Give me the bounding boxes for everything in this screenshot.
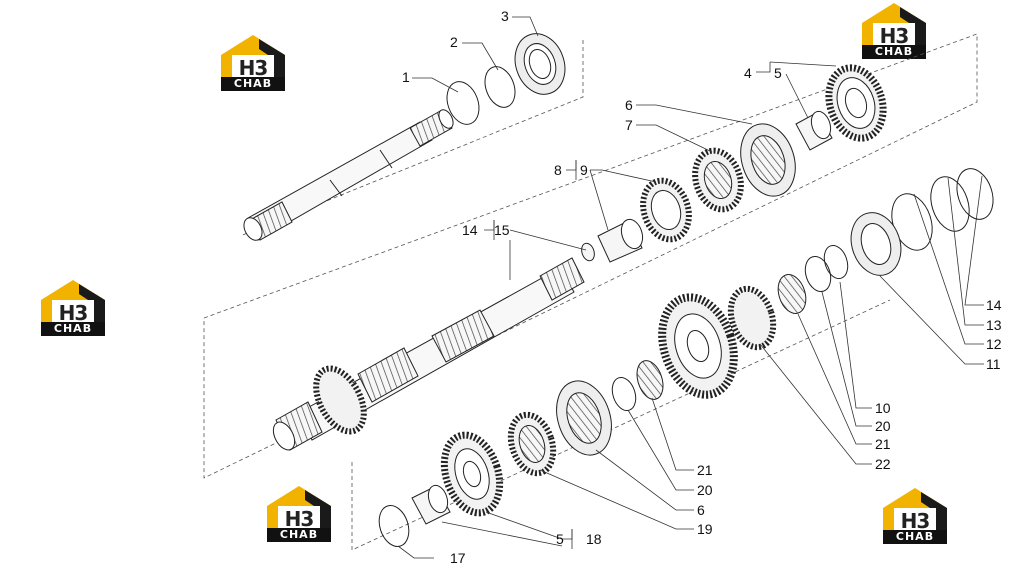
group-frame-top: [239, 40, 584, 237]
part-20-21-rings: [804, 244, 849, 293]
leader-lines: [397, 16, 984, 559]
logo-wordmark: CHAB: [883, 530, 947, 544]
brand-logo: H3 CHAB: [39, 278, 107, 338]
callout-1: 1: [402, 69, 410, 85]
callout-17: 17: [450, 550, 466, 566]
part-19-gear: [507, 411, 557, 477]
callouts: 1 2 3 4 5 6 7 8 9 14 15 14 13 12 11 10 2…: [402, 8, 1002, 566]
part-9-gear: [640, 177, 692, 243]
logo-wordmark: CHAB: [267, 528, 331, 542]
logo-monogram: H3: [894, 508, 936, 534]
part-5-bushing-lower: [411, 484, 451, 525]
callout-8: 8: [554, 162, 562, 178]
callout-22: 22: [875, 456, 891, 472]
logo-wordmark: CHAB: [221, 77, 285, 91]
callout-13: 13: [986, 317, 1002, 333]
part-21-needle-bearing: [636, 360, 664, 400]
part-3-bearing: [514, 33, 566, 95]
callout-14-left: 14: [462, 222, 478, 238]
callout-20-bottom: 20: [697, 482, 713, 498]
callout-5-bottom: 5: [556, 531, 564, 547]
callout-19: 19: [697, 521, 713, 537]
callout-21-right: 21: [875, 436, 891, 452]
logo-monogram: H3: [873, 23, 915, 49]
part-22-gear: [658, 285, 777, 399]
callout-4: 4: [744, 65, 752, 81]
part-1-ring: [446, 81, 480, 125]
callout-11: 11: [986, 356, 1001, 372]
logo-wordmark: CHAB: [41, 322, 105, 336]
logo-wordmark: CHAB: [862, 45, 926, 59]
part-14-snap-ring: [956, 168, 994, 220]
brand-logo: H3 CHAB: [219, 33, 287, 93]
part-17-ring: [378, 505, 410, 547]
part-18-gear: [440, 431, 504, 517]
logo-monogram: H3: [278, 506, 320, 532]
callout-10: 10: [875, 400, 891, 416]
callout-12: 12: [986, 336, 1002, 352]
part-10-needle-bearing: [777, 274, 807, 314]
brand-logo: H3 CHAB: [265, 484, 333, 544]
part-11-bearing: [850, 212, 902, 276]
callout-21-bottom: 21: [697, 462, 713, 478]
callout-6-bottom: 6: [697, 502, 705, 518]
brand-logo: H3 CHAB: [881, 486, 949, 546]
input-shaft: [243, 109, 454, 241]
part-2-snap-ring: [484, 66, 516, 108]
callout-9: 9: [580, 162, 588, 178]
part-6-sleeve-upper: [740, 123, 796, 197]
callout-15: 15: [494, 222, 510, 238]
part-13-ring: [930, 176, 970, 232]
callout-6-upper: 6: [625, 97, 633, 113]
part-5-bushing: [795, 110, 833, 151]
callout-20-right: 20: [875, 418, 891, 434]
part-6-sleeve-lower: [556, 380, 612, 456]
logo-monogram: H3: [52, 300, 94, 326]
part-20-ring: [611, 376, 637, 412]
callout-14-right: 14: [986, 297, 1002, 313]
callout-2: 2: [450, 34, 458, 50]
part-15-bushing: [581, 218, 644, 263]
brand-logo: H3 CHAB: [860, 1, 928, 61]
part-7-gear: [692, 147, 744, 213]
main-shaft: [272, 257, 585, 451]
logo-monogram: H3: [232, 55, 274, 81]
part-4-gear: [825, 64, 887, 142]
group-frame-middle: [203, 33, 978, 479]
callout-18: 18: [586, 531, 602, 547]
callout-7: 7: [625, 117, 633, 133]
callout-5-upper: 5: [774, 65, 782, 81]
callout-3: 3: [501, 8, 509, 24]
